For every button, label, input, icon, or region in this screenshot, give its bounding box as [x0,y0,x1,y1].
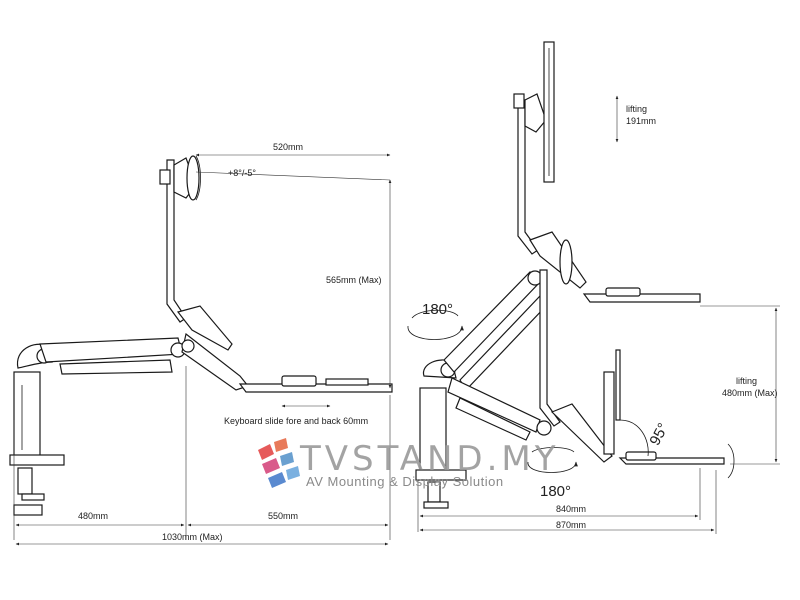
monitor-pole-lowered [539,269,561,427]
right-side-view: 180° 180° 95° lifting 191mm lifting 480m… [407,41,780,534]
tilt-label-keyboard: 95° [646,420,672,448]
brand-logo-icon [258,438,300,488]
dim-width-right: 550mm [268,511,298,521]
brand-name: TVSTAND.MY [299,439,560,479]
lifting-top-label: lifting [626,104,647,114]
left-side-view: 520mm +8°/-5° 565mm (Max) Keyboard slide… [9,142,393,546]
gas-spring-arm-lowered [447,377,552,441]
gas-spring-arm-left [39,337,186,375]
keyboard-arm-raised [529,231,701,303]
dim-width-outer: 870mm [556,520,586,530]
watermark: TVSTAND.MY AV Mounting & Display Solutio… [258,438,560,489]
dim-width-top: 520mm [273,142,303,152]
keyboard-tray-lowered [550,349,725,465]
lifting-right-label: lifting [736,376,757,386]
dim-height-max: 565mm (Max) [326,275,382,285]
tilt-arc-keyboard [619,419,649,457]
dim-keyboard-slide: Keyboard slide fore and back 60mm [224,416,368,426]
vesa-mount-left [173,155,201,201]
desk-clamp-left [9,371,65,516]
dim-width-left: 480mm [78,511,108,521]
lifting-top-value: 191mm [626,116,656,126]
dim-tilt: +8°/-5° [228,168,256,178]
dim-width-total: 1030mm (Max) [162,532,223,542]
rotation-label-bottom: 180° [540,483,571,500]
keyboard-tray-left [238,375,393,393]
dim-width-inner: 840mm [556,504,586,514]
monitor-pole-raised [513,41,555,255]
rotate-arrow-left [407,309,464,340]
gas-spring-arm-raised [443,270,547,391]
rotation-label-left: 180° [422,301,453,318]
rotate-arrow-bottom [527,447,578,473]
desk-clamp-right [415,359,467,509]
brand-tagline: AV Mounting & Display Solution [306,474,504,489]
lifting-right-value: 480mm (Max) [722,388,778,398]
pivot-arc-right [727,443,735,479]
keyboard-arm-left [176,305,250,391]
